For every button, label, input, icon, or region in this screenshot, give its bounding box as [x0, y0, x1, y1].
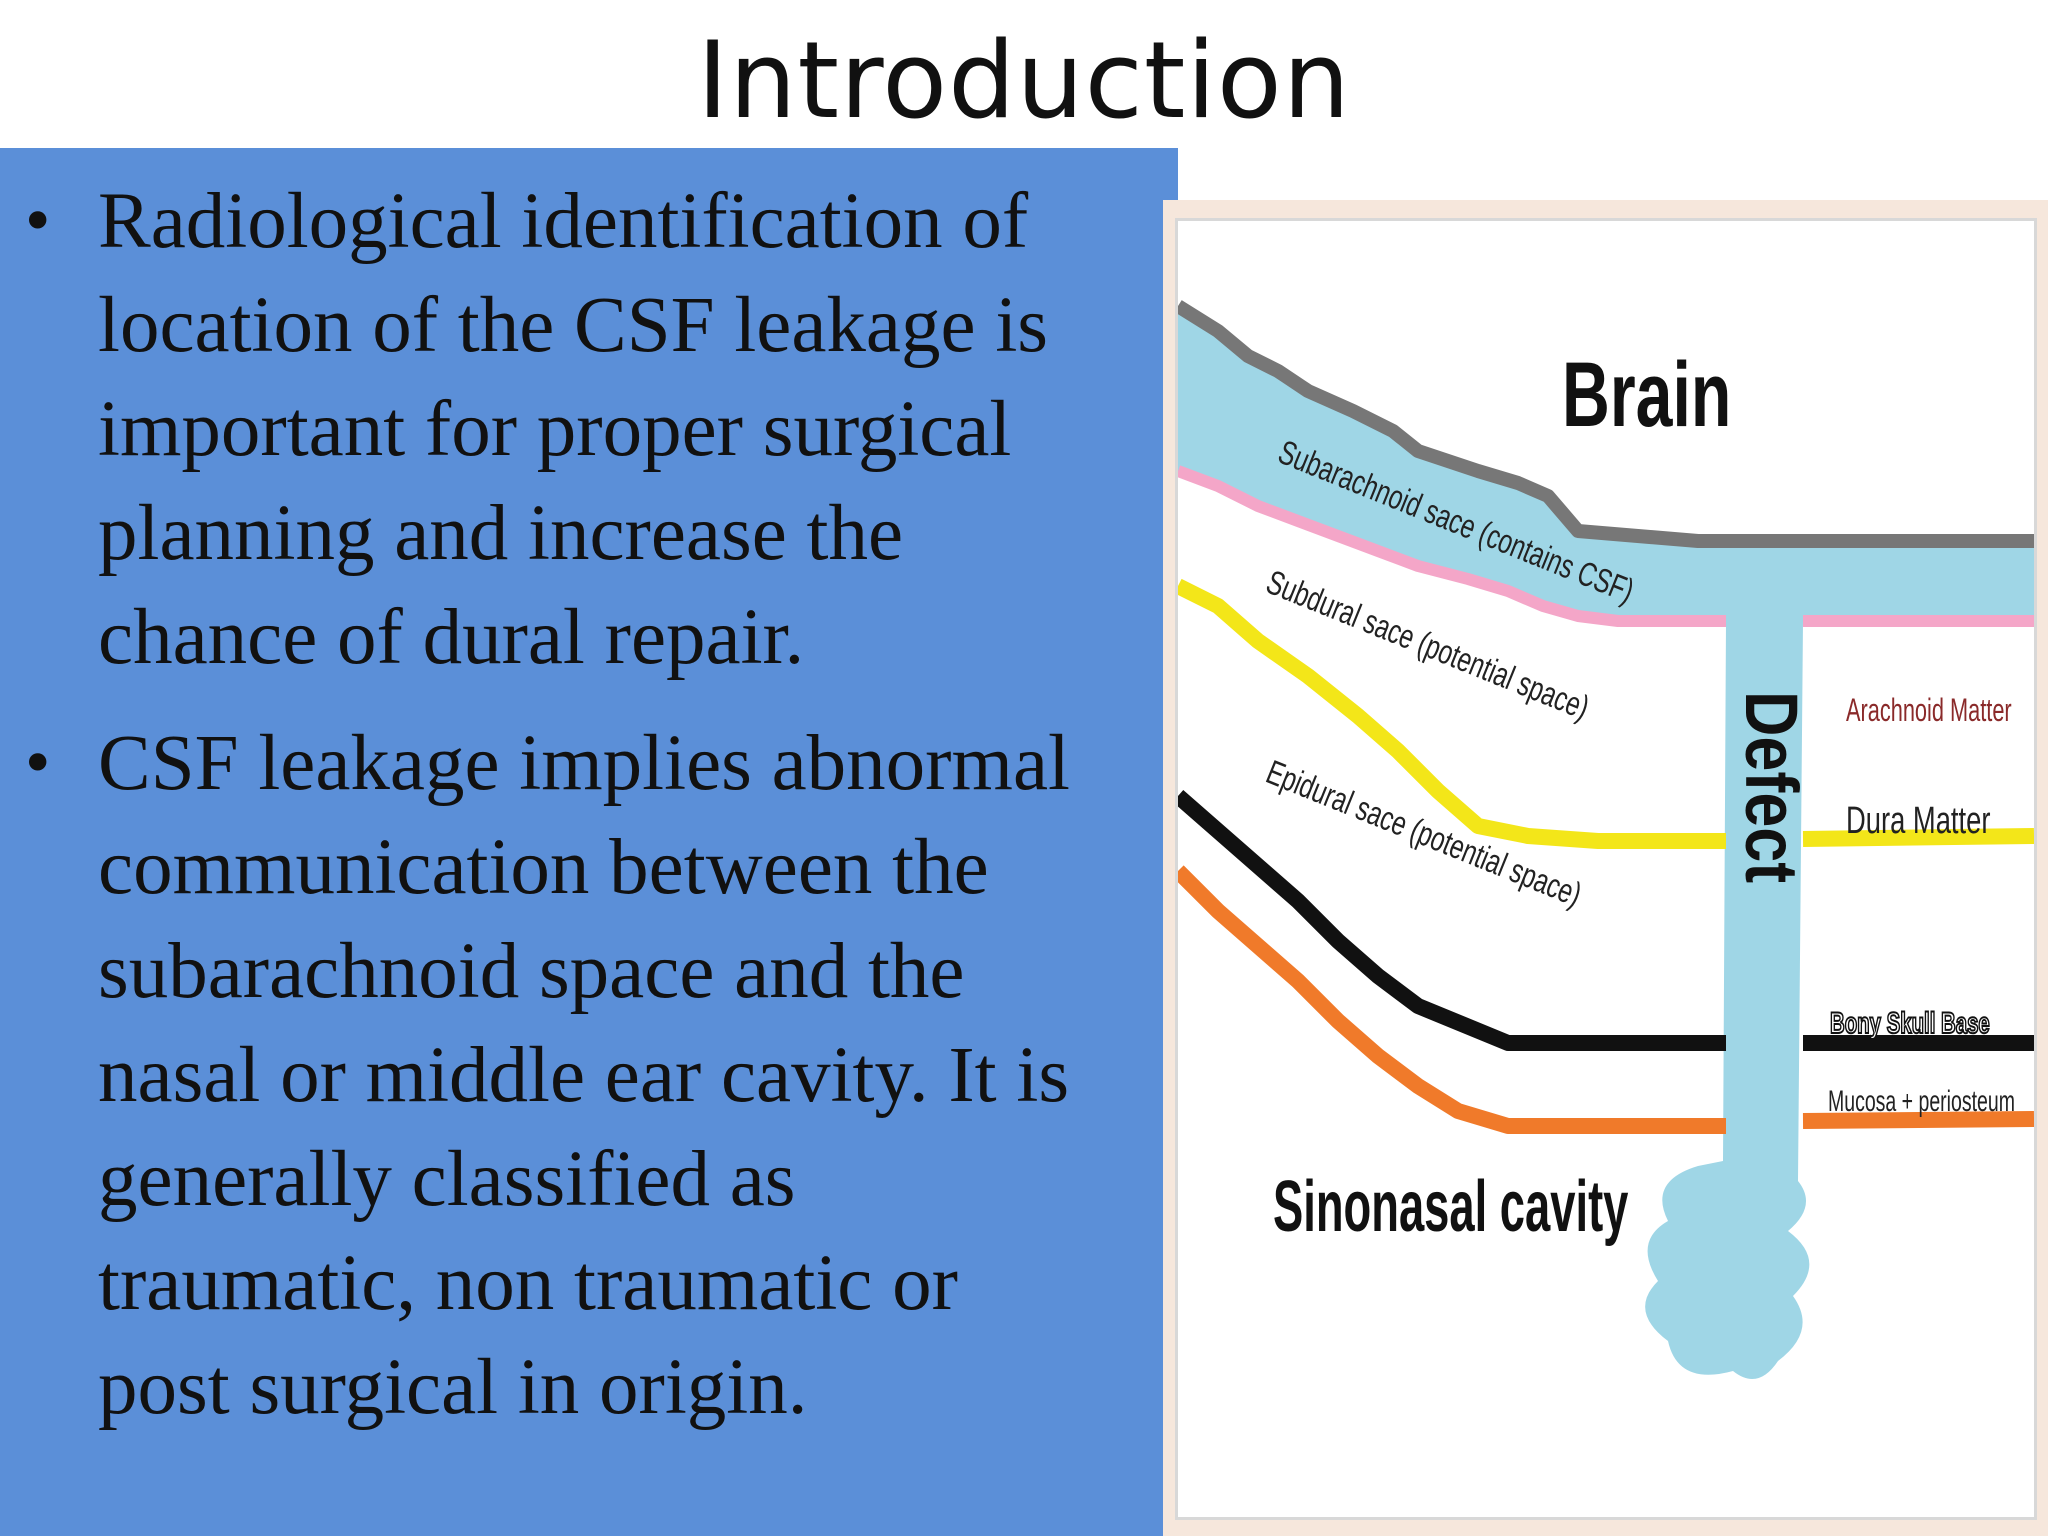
bullet-line: important for proper surgical — [98, 386, 1012, 473]
diagram-canvas: Brain Subarachnoid sace (contains CSF) S… — [1175, 218, 2037, 1520]
arachnoid-matter-label: Arachnoid Matter — [1846, 692, 2012, 728]
bullet-line: CSF leakage implies abnormal — [98, 720, 1070, 807]
bullet-line: subarachnoid space and the — [98, 928, 965, 1015]
skull-base-diagram: Brain Subarachnoid sace (contains CSF) S… — [1163, 200, 2048, 1536]
sinonasal-cavity-label: Sinonasal cavity — [1273, 1166, 1629, 1246]
bullet-line: nasal or middle ear cavity. It is — [98, 1032, 1070, 1119]
slide-title: Introduction — [697, 19, 1351, 142]
bullet-line: location of the CSF leakage is — [98, 282, 1049, 369]
diagram-svg: Brain Subarachnoid sace (contains CSF) S… — [1178, 300, 2034, 1379]
bullet-line: generally classified as — [98, 1136, 796, 1223]
defect-csf-column — [1645, 621, 1810, 1379]
bullet-line: planning and increase the — [98, 490, 904, 577]
mucosa-line-right — [1802, 1111, 2034, 1129]
bullet-line: Radiological identification of — [98, 178, 1029, 265]
brain-surface-line — [1178, 300, 2034, 548]
mucosa-line — [1178, 865, 1726, 1134]
dura-line-right — [1802, 828, 2034, 847]
bullet-line: chance of dural repair. — [98, 594, 805, 681]
bullet-item: • CSF leakage implies abnormal communica… — [0, 712, 1178, 1440]
brain-label: Brain — [1562, 342, 1731, 445]
bullet-list: • Radiological identification of locatio… — [0, 170, 1178, 1462]
text-panel: • Radiological identification of locatio… — [0, 148, 1178, 1536]
mucosa-periosteum-label: Mucosa + periosteum — [1828, 1085, 2015, 1118]
dura-line — [1178, 578, 1726, 849]
bullet-line: communication between the — [98, 824, 989, 911]
dura-matter-label: Dura Matter — [1846, 800, 1990, 842]
bullet-dot-icon: • — [20, 729, 56, 799]
bullet-line: post surgical in origin. — [98, 1344, 808, 1431]
bullet-text: CSF leakage implies abnormal communicati… — [98, 720, 1070, 1431]
arachnoid-line — [1178, 465, 1726, 627]
bullet-item: • Radiological identification of locatio… — [0, 170, 1178, 690]
bullet-line: traumatic, non traumatic or — [98, 1240, 958, 1327]
bony-skull-base-line — [1178, 789, 1726, 1051]
bullet-text: Radiological identification of location … — [98, 178, 1048, 681]
defect-label: Defect — [1730, 691, 1813, 883]
bullet-dot-icon: • — [20, 187, 56, 257]
bony-skull-base-label: Bony Skull Base — [1830, 1007, 1990, 1040]
